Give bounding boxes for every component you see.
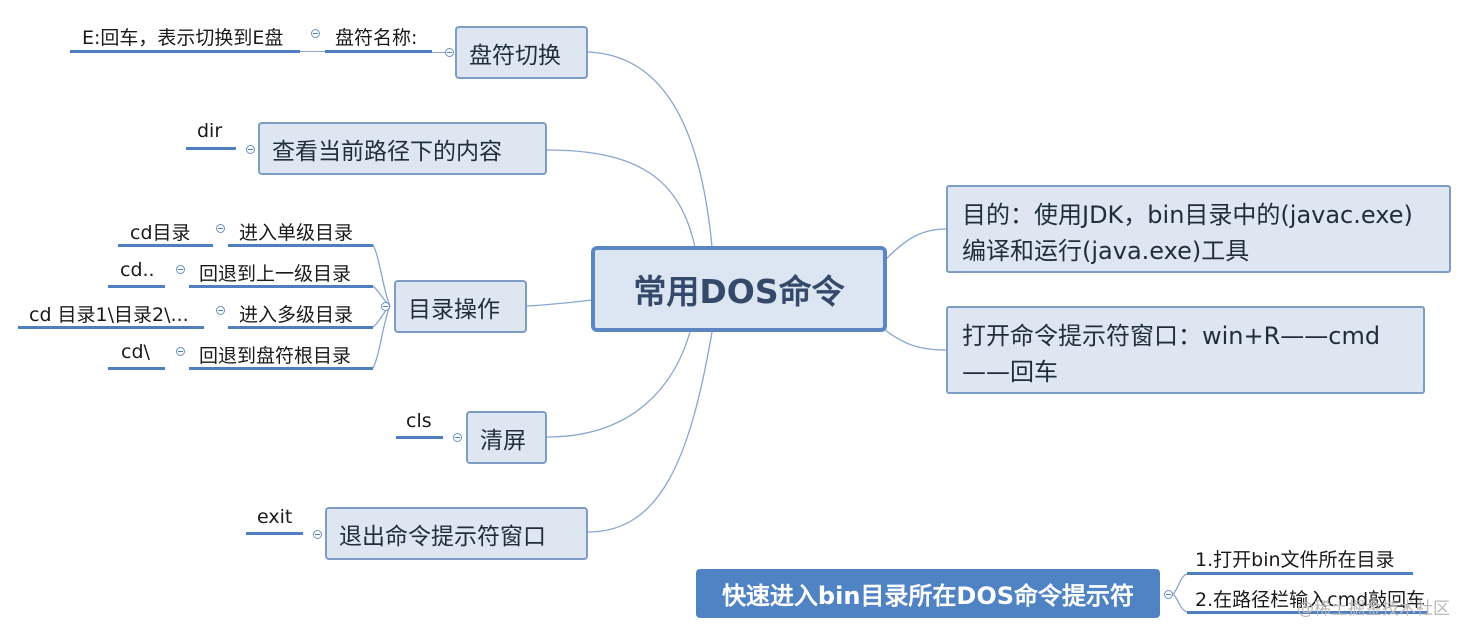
connector-purpose — [884, 228, 947, 261]
dir-item-desc: 进入单级目录 — [239, 222, 354, 244]
collapse-toggle-icon[interactable] — [445, 48, 454, 57]
central-topic-label: 常用DOS命令 — [633, 272, 845, 311]
collapse-toggle-icon[interactable] — [381, 302, 390, 311]
collapse-toggle-icon[interactable] — [176, 347, 185, 356]
watermark: @稀土掘金技术社区 — [1297, 599, 1450, 619]
collapse-toggle-icon[interactable] — [246, 145, 255, 154]
connector-quick-step-2 — [1172, 593, 1188, 613]
open-cmd-line-1: 打开命令提示符窗口：win+R——cmd — [962, 322, 1381, 350]
dir-item-desc: 回退到上一级目录 — [199, 263, 352, 285]
connector-dir-item-4 — [372, 305, 391, 369]
dir-item-cmd-underline — [108, 367, 165, 370]
branch-drive-switch-label: 盘符切换 — [469, 42, 561, 69]
open-cmd-line-2: ——回车 — [962, 358, 1058, 386]
connector-clear — [546, 331, 691, 438]
connector-quick-step-1 — [1172, 573, 1188, 595]
drive-name-label: 盘符名称: — [335, 27, 418, 49]
quick-access-topic[interactable]: 快速进入bin目录所在DOS命令提示符 — [696, 569, 1160, 618]
branch-clear[interactable]: 清屏 — [466, 411, 547, 464]
connector-line — [300, 51, 325, 52]
quick-step-1-underline — [1187, 572, 1413, 575]
exit-command-underline — [246, 532, 303, 535]
dir-item-cmd-underline — [118, 244, 213, 247]
quick-step-2: 2.在路径栏输入cmd敲回车 — [1195, 589, 1426, 611]
collapse-toggle-icon[interactable] — [216, 224, 225, 233]
purpose-line-2: 编译和运行(java.exe)工具 — [962, 237, 1250, 265]
exit-command-label: exit — [257, 506, 293, 528]
collapse-toggle-icon[interactable] — [311, 29, 320, 38]
drive-example-underline — [70, 50, 300, 53]
dir-item-underline — [189, 367, 373, 370]
cls-command-underline — [396, 436, 443, 439]
dir-item-desc: 进入多级目录 — [239, 304, 354, 326]
central-topic[interactable]: 常用DOS命令 — [591, 246, 887, 332]
quick-step-1: 1.打开bin文件所在目录 — [1195, 549, 1395, 571]
drive-name-underline — [325, 50, 432, 53]
open-cmd-node[interactable]: 打开命令提示符窗口：win+R——cmd ——回车 — [946, 306, 1425, 394]
dir-item-underline — [228, 244, 373, 247]
cls-command-label: cls — [406, 410, 432, 432]
collapse-toggle-icon[interactable] — [1164, 590, 1173, 599]
dir-item-cmd: cd 目录1\目录2\... — [29, 304, 189, 326]
collapse-toggle-icon[interactable] — [176, 265, 185, 274]
purpose-line-1: 目的：使用JDK，bin目录中的(javac.exe) — [962, 201, 1413, 229]
branch-view-contents[interactable]: 查看当前路径下的内容 — [258, 122, 547, 175]
connector-dir-ops — [526, 299, 593, 307]
branch-drive-switch[interactable]: 盘符切换 — [455, 26, 588, 79]
dir-command-label: dir — [197, 120, 223, 142]
purpose-node[interactable]: 目的：使用JDK，bin目录中的(javac.exe) 编译和运行(java.e… — [946, 185, 1451, 273]
quick-access-title: 快速进入bin目录所在DOS命令提示符 — [721, 582, 1135, 610]
connector-open — [884, 329, 947, 351]
branch-view-contents-label: 查看当前路径下的内容 — [272, 138, 502, 165]
branch-dir-ops[interactable]: 目录操作 — [394, 280, 527, 333]
dir-item-cmd-underline — [18, 326, 204, 329]
collapse-toggle-icon[interactable] — [216, 306, 225, 315]
dir-item-underline — [228, 326, 373, 329]
drive-example-label: E:回车，表示切换到E盘 — [82, 27, 284, 49]
dir-item-cmd: cd\ — [121, 341, 150, 363]
dir-command-underline — [186, 147, 236, 150]
dir-item-desc: 回退到盘符根目录 — [199, 345, 352, 367]
collapse-toggle-icon[interactable] — [453, 433, 462, 442]
dir-item-underline — [189, 285, 373, 288]
branch-exit[interactable]: 退出命令提示符窗口 — [325, 507, 588, 560]
dir-item-cmd-underline — [108, 285, 165, 288]
connector-view-contents — [546, 149, 696, 248]
dir-item-cmd: cd.. — [120, 259, 155, 281]
branch-exit-label: 退出命令提示符窗口 — [339, 523, 546, 550]
dir-item-cmd: cd目录 — [130, 222, 191, 244]
collapse-toggle-icon[interactable] — [313, 530, 322, 539]
quick-step-2-underline — [1187, 611, 1427, 614]
branch-clear-label: 清屏 — [480, 427, 526, 454]
connector-line — [432, 52, 445, 53]
connector-exit — [587, 331, 713, 533]
branch-dir-ops-label: 目录操作 — [408, 296, 500, 323]
connector-drive-switch — [587, 51, 713, 248]
connector-dir-item-1 — [372, 244, 391, 307]
